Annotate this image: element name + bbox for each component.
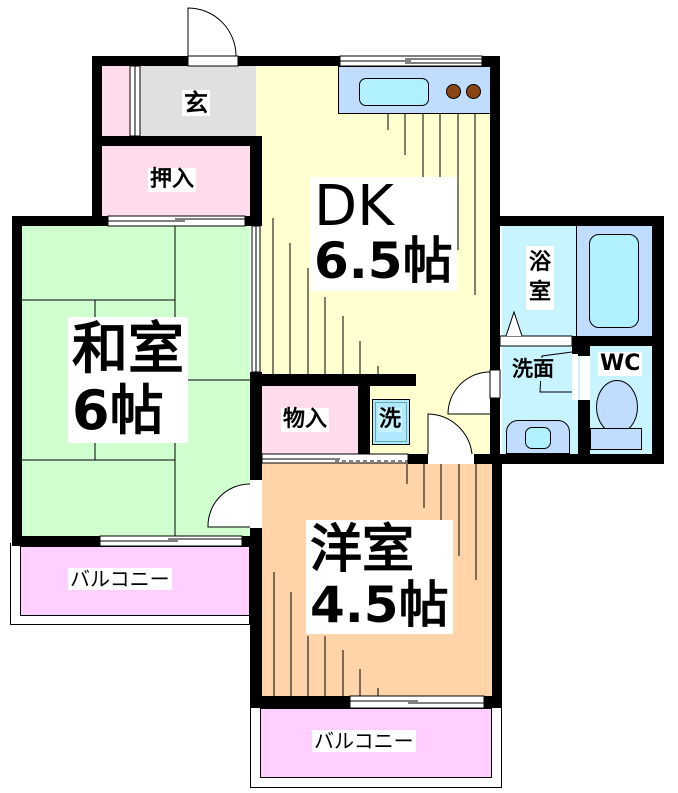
washbasin-icon: [506, 420, 570, 454]
wall: [492, 454, 502, 708]
room-label-sentaku: 洗: [378, 407, 403, 432]
wall: [490, 216, 500, 370]
wall: [250, 136, 262, 226]
wall: [92, 56, 188, 66]
wall: [474, 454, 664, 464]
room-label-washitsu-size: 6帖: [72, 379, 164, 442]
wall: [250, 696, 350, 708]
wall: [250, 528, 262, 706]
wall: [92, 136, 262, 146]
room-label-dk-size: 6.5帖: [314, 232, 453, 290]
wall: [250, 372, 262, 490]
bathtub-icon: [589, 234, 639, 328]
room-label-yoshitsu-size: 4.5帖: [310, 576, 449, 634]
stove-burner-icon: [446, 84, 461, 99]
wall: [238, 56, 340, 66]
kitchen-counter: [338, 66, 500, 114]
room-label-wc: WC: [598, 351, 643, 376]
wall: [408, 454, 428, 464]
wall: [250, 374, 416, 386]
room-label-monoire: 物入: [281, 407, 330, 432]
stove-burner-icon: [466, 84, 481, 99]
room-label-yokushitsu: 浴 室: [526, 246, 555, 310]
wall: [490, 56, 500, 216]
room-label-genkan: 玄: [182, 89, 210, 117]
room-label-washitsu-name: 和室: [72, 317, 184, 382]
room-label-dk: DK 6.5帖: [310, 177, 457, 291]
room-label-senmen: 洗面: [510, 357, 556, 381]
wall: [572, 346, 590, 356]
shoe-closet: [102, 66, 132, 136]
wall: [490, 216, 664, 226]
wall: [12, 216, 22, 546]
room-label-yokushitsu-line1: 浴: [529, 250, 552, 275]
wall: [490, 336, 664, 346]
wall: [245, 216, 262, 226]
room-label-yoshitsu: 洋室 4.5帖: [306, 520, 453, 634]
bathtub-area: [576, 226, 652, 336]
room-label-oshiire: 押入: [148, 167, 197, 192]
room-label-yoshitsu-name: 洋室: [310, 520, 415, 580]
toilet-tank-icon: [590, 428, 642, 450]
sink-icon: [359, 78, 429, 106]
balcony-left-rail: [10, 543, 250, 625]
room-label-dk-name: DK: [314, 174, 394, 239]
wall: [578, 400, 590, 464]
balcony-bottom-rail: [250, 704, 502, 788]
wall: [12, 216, 108, 226]
wall: [358, 374, 370, 460]
room-label-yokushitsu-line2: 室: [529, 280, 552, 305]
room-label-washitsu: 和室 6帖: [68, 317, 188, 443]
basin-bowl-icon: [525, 427, 551, 449]
room-label-balcony-bottom: バルコニー: [312, 729, 416, 753]
wall: [12, 536, 100, 546]
room-label-balcony-left: バルコニー: [68, 567, 172, 591]
wall: [490, 398, 500, 464]
